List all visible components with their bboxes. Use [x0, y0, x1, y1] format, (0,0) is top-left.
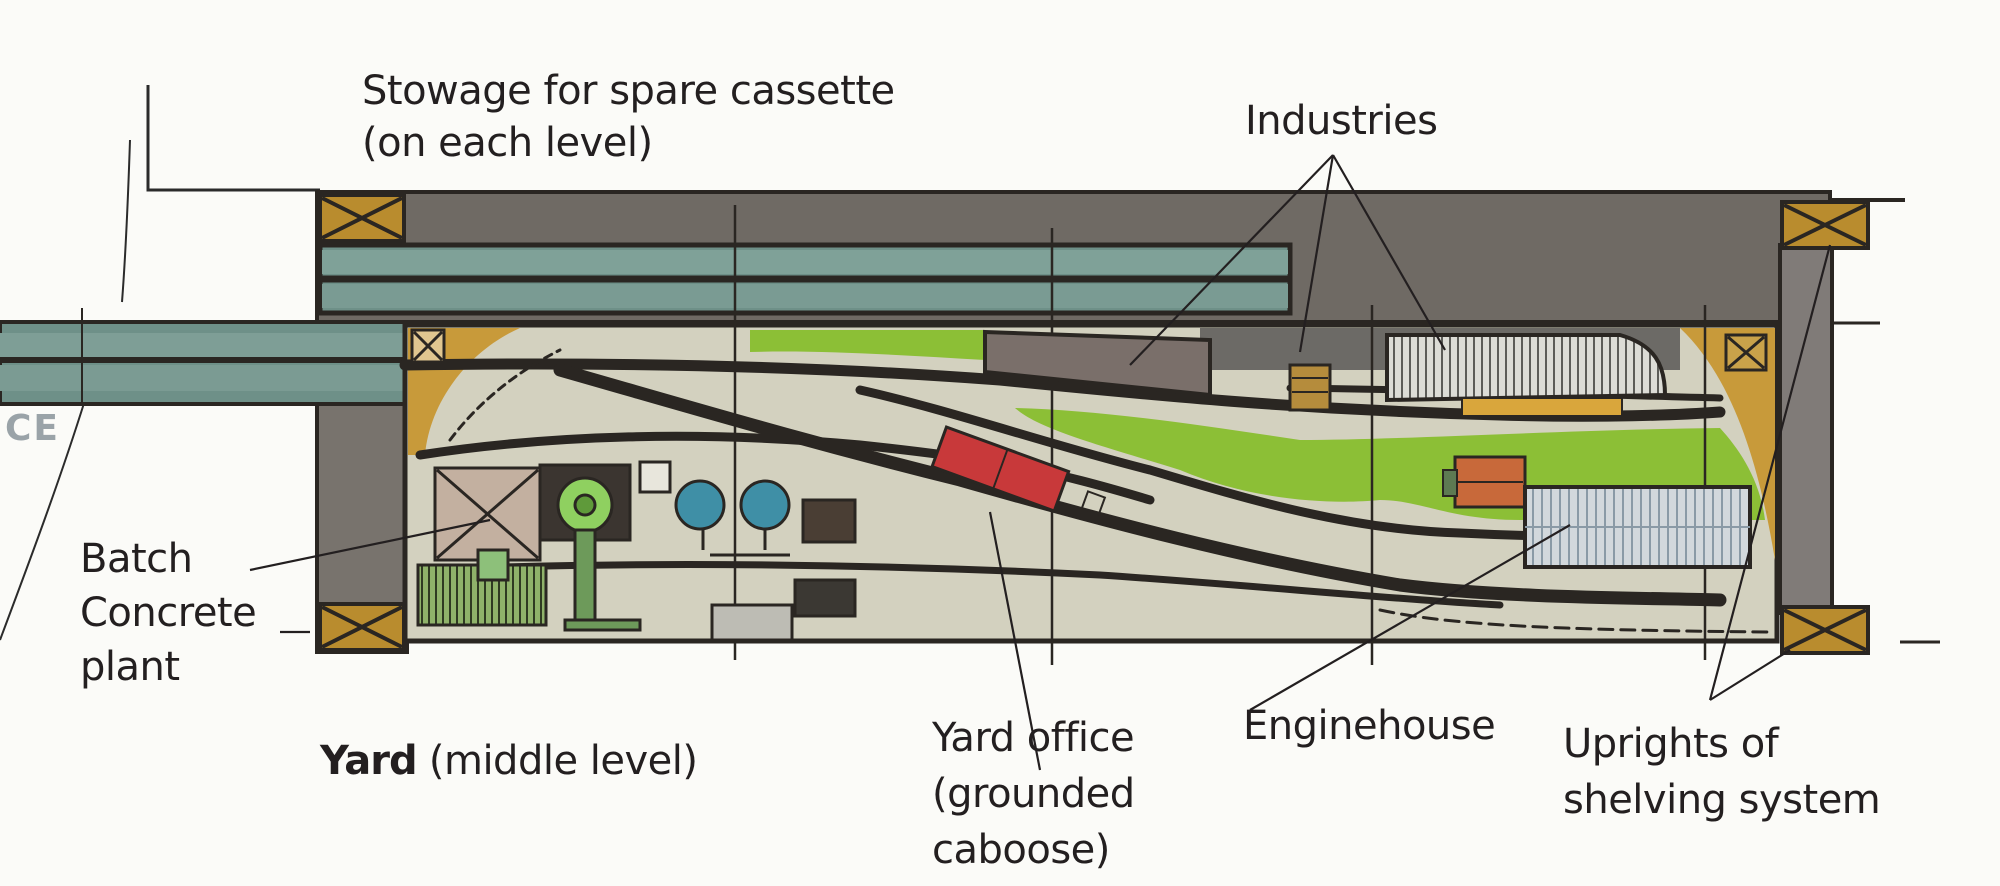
batch-concrete-plant-label: Batch Concrete plant — [80, 532, 257, 694]
yard-office-line-2: (grounded — [932, 771, 1135, 817]
diagram-title: Yard (middle level) — [320, 735, 698, 787]
batch-plant-line-1: Batch — [80, 536, 193, 582]
batch-plant-line-2: Concrete — [80, 590, 257, 636]
batch-concrete-plant — [416, 460, 672, 632]
uprights-line-2: shelving system — [1563, 777, 1881, 823]
enginehouse — [1523, 485, 1752, 569]
yard-office-line-3: caboose) — [932, 827, 1110, 873]
upright-post-bottom-right — [1780, 605, 1870, 655]
yard-office-line-1: Yard office — [932, 715, 1135, 761]
inner-post-left — [410, 328, 446, 364]
batch-plant-line-3: plant — [80, 644, 180, 690]
upright-post-bottom-left — [318, 602, 406, 652]
edge-text-fragment: CE — [5, 408, 61, 449]
brick-building — [1442, 455, 1527, 509]
shelving-uprights — [318, 193, 1870, 655]
stowage-label: Stowage for spare cassette (on each leve… — [362, 65, 895, 169]
spare-cassette-stowage — [317, 242, 1293, 316]
industries-label: Industries — [1245, 98, 1438, 144]
lead-track-cassette — [0, 308, 407, 406]
grounded-caboose — [930, 425, 1107, 516]
industry-warehouse — [1385, 333, 1668, 417]
inner-post-right — [1724, 333, 1768, 372]
upright-post-top-left — [318, 193, 406, 243]
yard-office-label: Yard office (grounded caboose) — [932, 710, 1135, 878]
leader-lines — [249, 154, 1832, 771]
industry-small-shed — [1288, 363, 1332, 412]
upright-post-top-right — [1780, 200, 1870, 250]
uprights-line-1: Uprights of — [1563, 721, 1779, 767]
stowage-label-line-1: Stowage for spare cassette — [362, 68, 895, 114]
storage-tanks — [674, 479, 857, 642]
joist-lines — [733, 205, 1707, 665]
enginehouse-label: Enginehouse — [1243, 703, 1496, 749]
wall-lines — [0, 85, 320, 641]
industry-building-left — [983, 329, 1212, 398]
stowage-label-line-2: (on each level) — [362, 120, 653, 166]
uprights-label: Uprights of shelving system — [1563, 716, 1881, 828]
diagram-title-bold: Yard — [320, 738, 418, 784]
diagram-title-rest: (middle level) — [428, 738, 698, 784]
